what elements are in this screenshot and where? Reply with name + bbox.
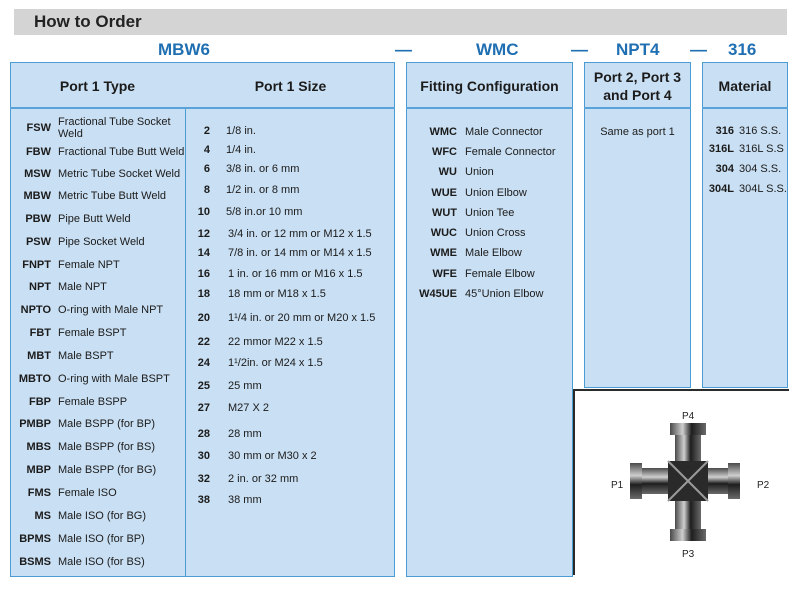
fitting-config-panel xyxy=(406,62,573,577)
port1-size-header: Port 1 Size xyxy=(254,78,327,94)
column-divider xyxy=(185,108,186,577)
union-cross-diagram: P4 P1 P2 P3 xyxy=(573,389,789,575)
port234-text: Same as port 1 xyxy=(600,126,675,138)
port-label-p3: P3 xyxy=(682,549,695,560)
order-code-dash: — xyxy=(395,40,412,59)
order-code-dash: — xyxy=(571,40,588,59)
union-cross-illustration xyxy=(630,423,740,541)
port234-panel xyxy=(584,62,691,388)
port-label-p1: P1 xyxy=(611,480,624,491)
material-header: Material xyxy=(718,78,772,94)
header-underline xyxy=(702,107,788,109)
port1-columns-panel xyxy=(10,62,395,577)
order-code-material: 316 xyxy=(728,40,757,59)
material-panel xyxy=(702,62,788,388)
port234-header: Port 2, Port 3 and Port 4 xyxy=(584,64,691,108)
header-underline xyxy=(10,107,395,109)
port234-header-line1: Port 2, Port 3 xyxy=(593,69,682,85)
port-label-p2: P2 xyxy=(757,480,770,491)
header-underline xyxy=(406,107,573,109)
page-title: How to Order xyxy=(34,12,142,31)
title-bar: How to Order xyxy=(14,9,787,35)
port1-type-header: Port 1 Type xyxy=(59,78,136,94)
header-underline xyxy=(584,107,691,109)
order-code-fitting: WMC xyxy=(476,40,519,59)
fitting-config-header: Fitting Configuration xyxy=(420,78,559,94)
port-label-p4: P4 xyxy=(682,411,695,422)
order-code-dash: — xyxy=(690,40,707,59)
order-code-port1: MBW6 xyxy=(158,40,210,59)
order-code-ports: NPT4 xyxy=(616,40,660,59)
port234-header-line2: and Port 4 xyxy=(603,87,672,103)
